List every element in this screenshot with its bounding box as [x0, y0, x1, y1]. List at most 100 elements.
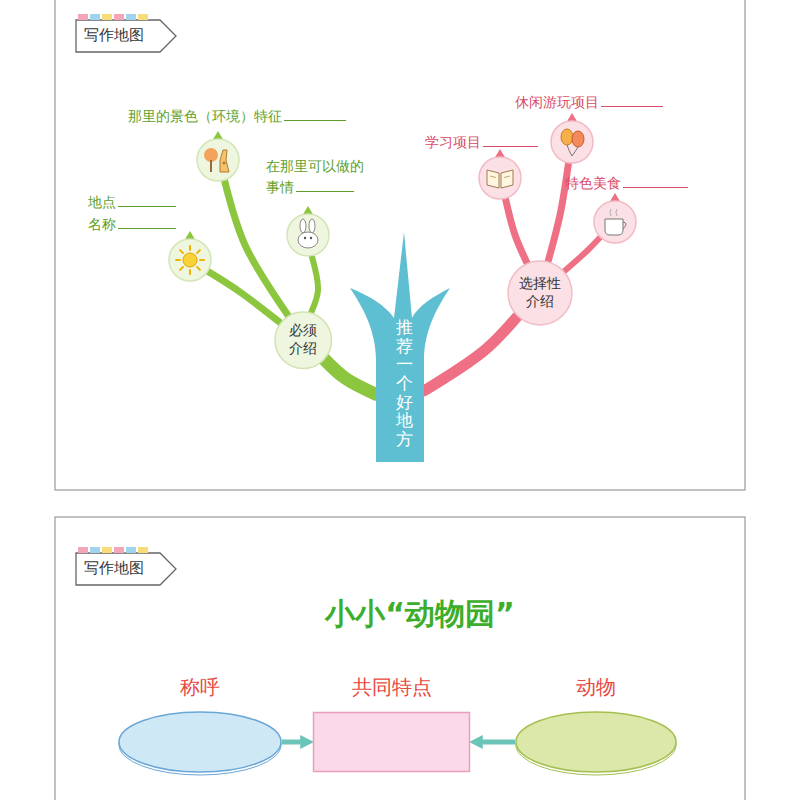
- topic-circle: 必须 介绍: [274, 311, 332, 369]
- node-text: 推荐一个好地方: [396, 318, 413, 449]
- sun-ray: [180, 250, 183, 253]
- book-line: [504, 176, 510, 178]
- tag-label: 写作地图: [84, 558, 144, 579]
- circle-outline: [479, 157, 521, 199]
- circle-outline: [594, 201, 636, 243]
- node-text: 必须 介绍: [285, 322, 321, 357]
- tag-stripe: [78, 547, 88, 553]
- sun-ray: [197, 250, 200, 253]
- node-text: 休闲游玩项目: [515, 94, 599, 110]
- sun-ray: [180, 267, 183, 270]
- node-text: 地点: [88, 194, 116, 210]
- tag-shape: [76, 14, 176, 52]
- text-block: 在那里可以做的 事情: [266, 156, 372, 198]
- node-text: 共同特点: [352, 675, 432, 699]
- tag-stripe: [102, 14, 112, 20]
- tag-stripe: [126, 547, 136, 553]
- text-block: 地点: [88, 192, 176, 213]
- connector: [225, 181, 288, 315]
- book-line: [490, 176, 496, 178]
- title-text: 小小“动物园”: [220, 594, 620, 633]
- sun-ray: [197, 267, 200, 270]
- panel-frame: [55, 0, 745, 490]
- tag-stripe: [114, 14, 124, 20]
- tag-stripe: [78, 14, 88, 20]
- ellipse-box: 称呼: [118, 710, 282, 774]
- tag-outline: [76, 553, 176, 585]
- icon-art: [561, 129, 584, 156]
- connector: [325, 360, 376, 395]
- sun-ray: [200, 259, 204, 261]
- circle-outline: [169, 239, 211, 281]
- tree-icon: [204, 148, 218, 162]
- sun-ray: [176, 259, 180, 261]
- shape-outline: [313, 712, 470, 772]
- trunk-outline: [350, 232, 450, 462]
- circle-outline: [551, 121, 593, 163]
- blank-line: [118, 205, 176, 207]
- node-text: 特色美食: [565, 175, 621, 191]
- blank-line: [296, 190, 354, 192]
- node-text: 那里的景色（环境）特征: [128, 108, 282, 124]
- icon-circle: 特色美食: [593, 200, 637, 244]
- cup-steam: [610, 209, 617, 216]
- tag-stripe: [90, 14, 100, 20]
- blank-line: [483, 145, 538, 147]
- icon-circle: 休闲游玩项目: [550, 120, 594, 164]
- text-block: 选择性 介绍: [507, 260, 573, 326]
- topic-circle: 选择性 介绍: [507, 260, 573, 326]
- shape-outline: [593, 200, 637, 244]
- connector: [424, 317, 517, 391]
- tag-stripe: [90, 547, 100, 553]
- shape-outline: [515, 710, 677, 774]
- book-icon: [487, 170, 499, 188]
- text-block: 必须 介绍: [274, 311, 332, 369]
- ellipse-box: 动物: [515, 710, 677, 774]
- text-block: 学习项目: [425, 132, 538, 153]
- sun-ray: [189, 246, 191, 250]
- shape-outline: [478, 156, 522, 200]
- circle-outline: [287, 214, 329, 256]
- tag-label: 写作地图: [84, 25, 144, 46]
- trunk-shape: 推荐一个好地方: [348, 232, 452, 462]
- cup-handle: [623, 222, 626, 229]
- icon-circle: 地点名称: [168, 238, 212, 282]
- cup-icon: [605, 219, 623, 235]
- text-block: 称呼: [88, 672, 312, 702]
- connector: [209, 272, 280, 322]
- shape-outline: [286, 213, 330, 257]
- giraffe-icon: [220, 150, 229, 172]
- text-block: 名称: [88, 214, 176, 235]
- node-text: 学习项目: [425, 134, 481, 150]
- ellipse-outline: [119, 712, 281, 772]
- node-text: 选择性 介绍: [517, 275, 563, 310]
- rabbit-icon: [298, 232, 318, 248]
- circle-outline: [508, 261, 572, 325]
- shape-outline: [168, 238, 212, 282]
- blank-line: [601, 105, 663, 107]
- balloon-icon: [572, 131, 584, 147]
- tag-stripe: [138, 14, 148, 20]
- rabbit-ear: [309, 219, 315, 233]
- text-block: 推荐一个好地方: [396, 318, 413, 449]
- node-text: 称呼: [180, 675, 220, 699]
- icon-circle: 在那里可以做的 事情: [286, 213, 330, 257]
- circle-outline: [197, 139, 239, 181]
- rabbit-eye: [304, 237, 306, 239]
- connector: [282, 740, 303, 745]
- connector: [506, 199, 527, 262]
- balloon-string: [567, 145, 578, 156]
- node-text: 动物: [576, 675, 616, 699]
- tag-shape: [76, 547, 176, 585]
- rect-box: 共同特点: [313, 712, 470, 772]
- text-block: 休闲游玩项目: [515, 92, 663, 113]
- rect-outline: [314, 713, 470, 772]
- text-block: 那里的景色（环境）特征: [128, 106, 346, 127]
- shape-outline: [550, 120, 594, 164]
- tag-stripe: [102, 547, 112, 553]
- node-text: 名称: [88, 216, 116, 232]
- sun-icon: [183, 253, 197, 267]
- blank-line: [118, 227, 176, 229]
- icon-art: [298, 219, 318, 248]
